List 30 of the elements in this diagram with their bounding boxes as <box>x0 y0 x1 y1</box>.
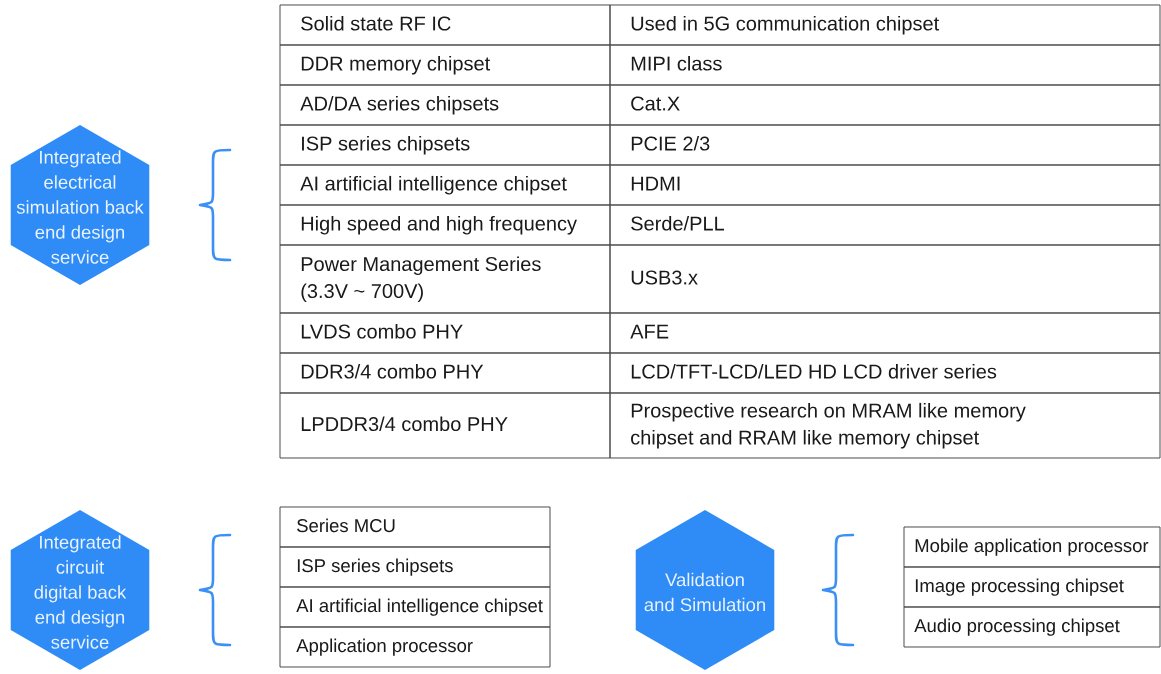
table-cell: ISP series chipsets <box>279 546 551 588</box>
table-cell: HDMI <box>609 164 1161 206</box>
table-cell: ISP series chipsets <box>279 124 611 166</box>
table-cell: USB3.x <box>609 244 1161 314</box>
table-cell: AFE <box>609 312 1161 354</box>
hexagon: Integrated circuit digital back end design service <box>10 510 150 670</box>
table-cell: Used in 5G communication chipset <box>609 4 1161 46</box>
table-cell: MIPI class <box>609 44 1161 86</box>
table-cell: LPDDR3/4 combo PHY <box>279 392 611 459</box>
table-cell: DDR3/4 combo PHY <box>279 352 611 394</box>
hexagon: Validation and Simulation <box>635 510 775 670</box>
table-cell: Cat.X <box>609 84 1161 126</box>
table-cell: Application processor <box>279 626 551 668</box>
table-cell: AI artificial intelligence chipset <box>279 586 551 628</box>
table-cell: Solid state RF IC <box>279 4 611 46</box>
table-cell: Audio processing chipset <box>903 606 1161 648</box>
table-cell: AD/DA series chipsets <box>279 84 611 126</box>
table-cell: PCIE 2/3 <box>609 124 1161 166</box>
table-cell: Series MCU <box>279 506 551 548</box>
table-cell: Image processing chipset <box>903 566 1161 608</box>
table-cell: DDR memory chipset <box>279 44 611 86</box>
table-cell: High speed and high frequency <box>279 204 611 246</box>
hexagon: Integrated electrical simulation back end design service <box>10 125 150 285</box>
table-cell: Serde/PLL <box>609 204 1161 246</box>
table-cell: LCD/TFT-LCD/LED HD LCD driver series <box>609 352 1161 394</box>
table-cell: LVDS combo PHY <box>279 312 611 354</box>
table-cell: Prospective research on MRAM like memory chipset and RRAM like memory chipset <box>609 392 1161 459</box>
table-cell: Power Management Series (3.3V ~ 700V) <box>279 244 611 314</box>
table-cell: AI artificial intelligence chipset <box>279 164 611 206</box>
table-cell: Mobile application processor <box>903 526 1161 568</box>
